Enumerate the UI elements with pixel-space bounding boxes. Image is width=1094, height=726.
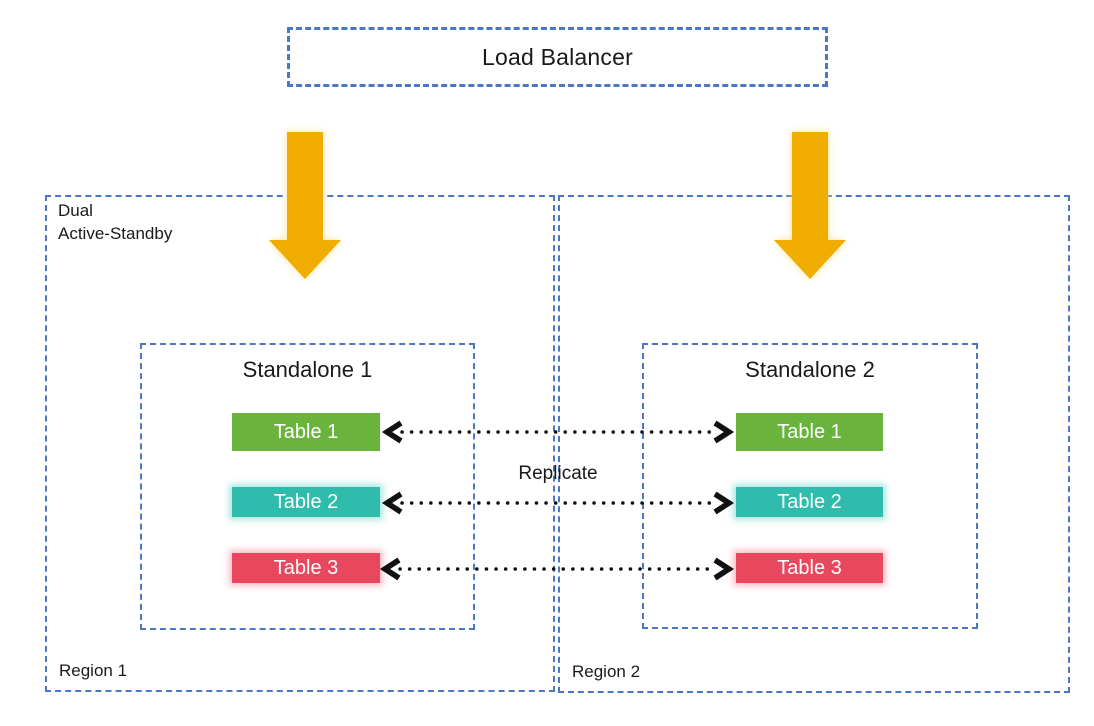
region2-table-1: Table 1	[736, 413, 883, 451]
region2-table-2: Table 2	[736, 487, 883, 517]
replicate-label: Replicate	[518, 463, 598, 484]
mode-label-line-1: Dual	[58, 201, 93, 220]
region1-table-3: Table 3	[232, 553, 380, 583]
standalone-1-box: Standalone 1	[140, 343, 475, 630]
dual-active-standby-label: Dual Active-Standby	[58, 200, 172, 246]
region1-table-1: Table 1	[232, 413, 380, 451]
standalone-1-title: Standalone 1	[242, 357, 373, 382]
load-balancer-box: Load Balancer	[287, 27, 828, 87]
standalone-2-title: Standalone 2	[745, 357, 875, 382]
mode-label-line-2: Active-Standby	[58, 223, 173, 243]
load-balancer-label: Load Balancer	[482, 43, 633, 70]
region-2-label: Region 2	[572, 662, 641, 681]
region1-table-2: Table 2	[232, 487, 380, 517]
region2-table-3: Table 3	[736, 553, 883, 583]
standalone-2-box: Standalone 2	[642, 343, 978, 629]
region-1-label: Region 1	[59, 661, 128, 680]
